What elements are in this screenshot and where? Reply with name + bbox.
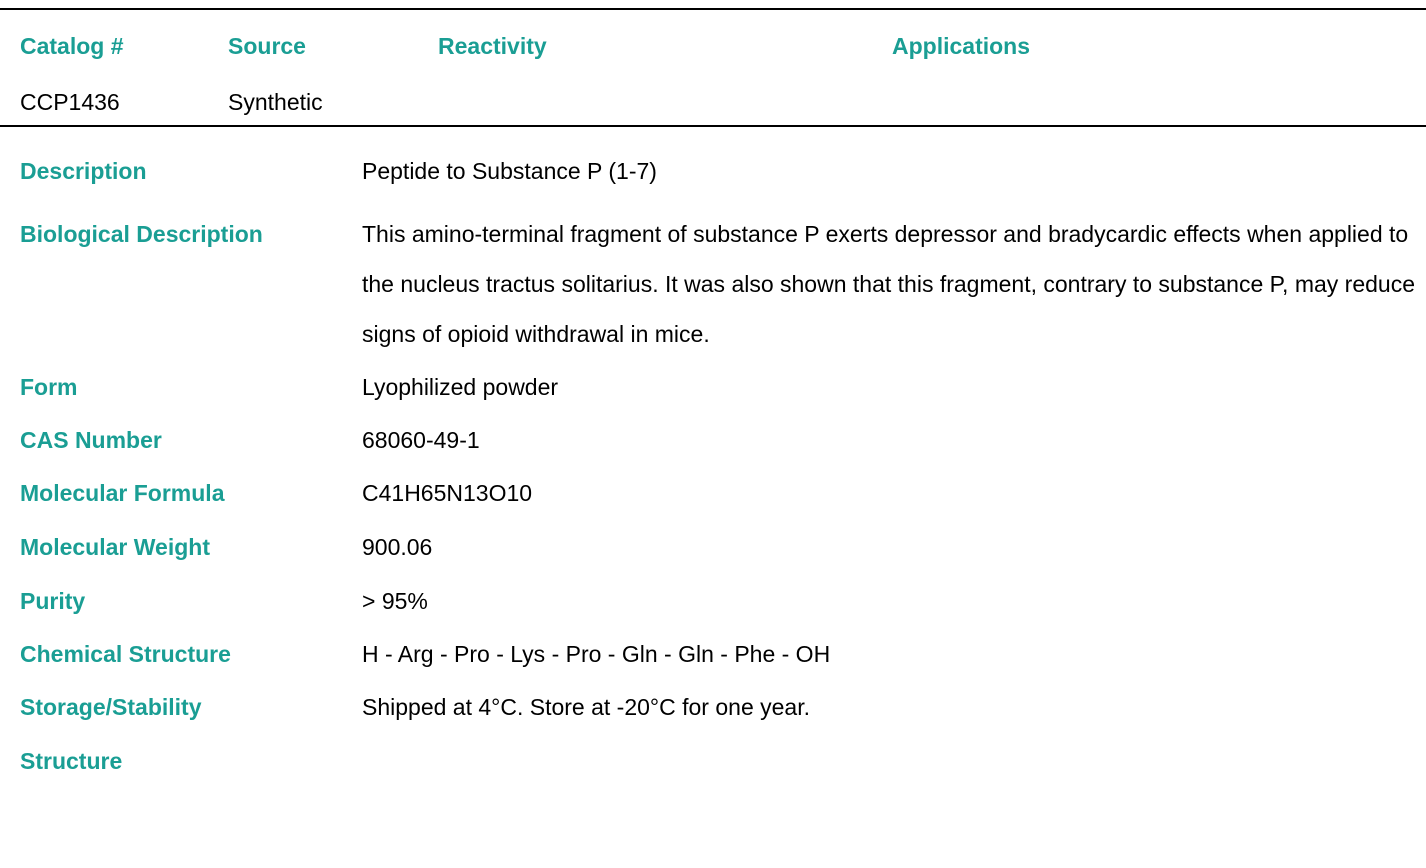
storage-stability-value: Shipped at 4°C. Store at -20°C for one y… [362, 694, 810, 720]
storage-stability-label: Storage/Stability [20, 694, 202, 720]
header-applications: Applications [892, 33, 1031, 59]
purity-value: > 95% [362, 588, 428, 614]
catalog-number: CCP1436 [20, 89, 120, 115]
purity-label: Purity [20, 588, 86, 614]
chemical-structure-label: Chemical Structure [20, 641, 231, 667]
molecular-weight-label: Molecular Weight [20, 534, 210, 560]
cas-number-label: CAS Number [20, 427, 162, 453]
table-divider-rule [0, 125, 1426, 127]
molecular-formula-value: C41H65N13O10 [362, 480, 533, 506]
biological-description-value: This amino-terminal fragment of substanc… [362, 221, 1415, 347]
molecular-formula-label: Molecular Formula [20, 480, 225, 506]
cas-number-value: 68060-49-1 [362, 427, 480, 453]
table-top-rule [0, 8, 1426, 10]
source-value: Synthetic [228, 89, 323, 115]
header-reactivity: Reactivity [438, 33, 547, 59]
description-value: Peptide to Substance P (1-7) [362, 158, 657, 184]
chemical-structure-value: H - Arg - Pro - Lys - Pro - Gln - Gln - … [362, 641, 831, 667]
header-catalog: Catalog # [20, 33, 124, 59]
form-value: Lyophilized powder [362, 374, 559, 400]
biological-description-label: Biological Description [20, 221, 263, 247]
structure-label: Structure [20, 748, 123, 774]
description-label: Description [20, 158, 147, 184]
form-label: Form [20, 374, 78, 400]
header-source: Source [228, 33, 306, 59]
molecular-weight-value: 900.06 [362, 534, 433, 560]
